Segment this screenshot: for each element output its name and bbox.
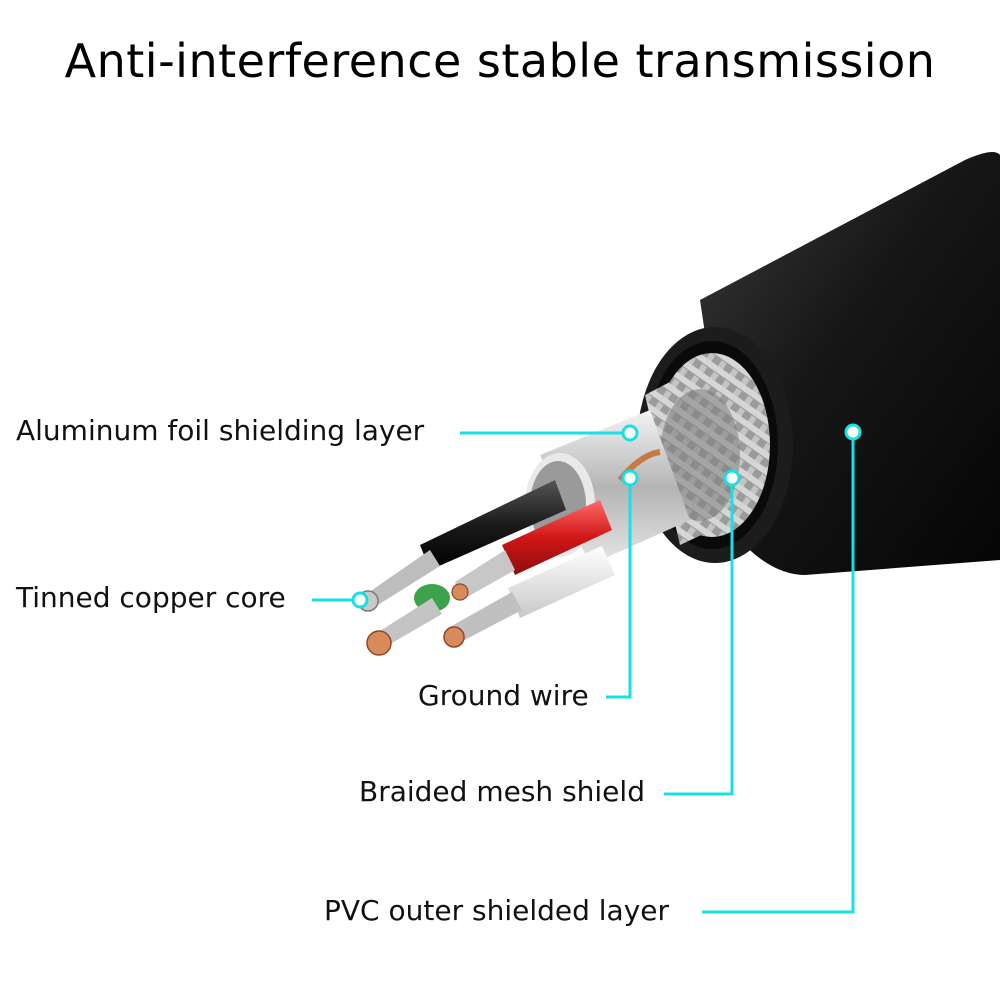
label-aluminum-foil: Aluminum foil shielding layer bbox=[16, 414, 425, 447]
ground-wire-leader bbox=[606, 478, 632, 699]
label-pvc-outer-layer: PVC outer shielded layer bbox=[324, 894, 670, 927]
label-braided-mesh-shield: Braided mesh shield bbox=[359, 775, 645, 808]
pvc-outer-leader bbox=[702, 432, 855, 914]
aluminum-foil-dot bbox=[621, 424, 639, 442]
page-title: Anti-interference stable transmission bbox=[64, 34, 936, 88]
braided-mesh-dot bbox=[723, 469, 741, 487]
label-ground-wire: Ground wire bbox=[418, 679, 589, 712]
red-wire bbox=[455, 500, 612, 600]
black-wire bbox=[365, 480, 566, 608]
braided-mesh-shield bbox=[645, 353, 770, 545]
white-wire bbox=[448, 546, 615, 645]
label-tinned-copper-core: Tinned copper core bbox=[16, 581, 286, 614]
pvc-outer-dot bbox=[844, 423, 862, 441]
braided-mesh-leader bbox=[664, 478, 734, 796]
tinned-core-dot bbox=[351, 591, 369, 609]
leader-dots bbox=[351, 423, 862, 609]
ground-wire-dot bbox=[621, 469, 639, 487]
